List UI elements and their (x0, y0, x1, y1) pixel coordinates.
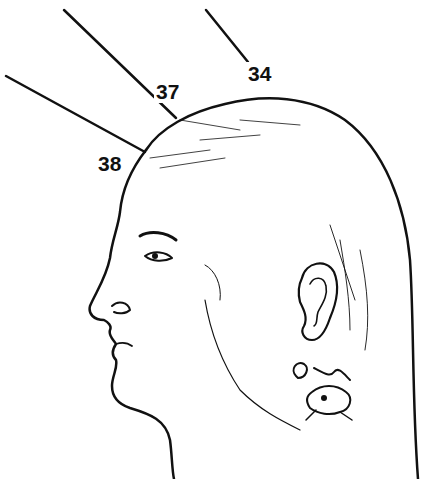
mouth (116, 343, 132, 346)
eye (145, 252, 172, 260)
nostril (112, 303, 130, 314)
gland-structure (307, 368, 350, 414)
face-profile (90, 150, 174, 479)
ear (299, 263, 337, 340)
eyebrow (140, 233, 176, 240)
scalp-shading (150, 120, 300, 168)
head-outline (146, 98, 418, 479)
gland-structure (306, 410, 352, 420)
callout-number: 37 (154, 80, 181, 103)
ear-inner (310, 278, 326, 326)
gland-structure (294, 363, 307, 378)
cheek-shading (205, 265, 220, 300)
neck-shading (330, 225, 368, 350)
leader-line (206, 10, 248, 62)
jaw-line (205, 300, 300, 430)
callout-number: 34 (246, 62, 273, 85)
leader-line (6, 76, 145, 152)
callout-number: 38 (96, 152, 123, 175)
